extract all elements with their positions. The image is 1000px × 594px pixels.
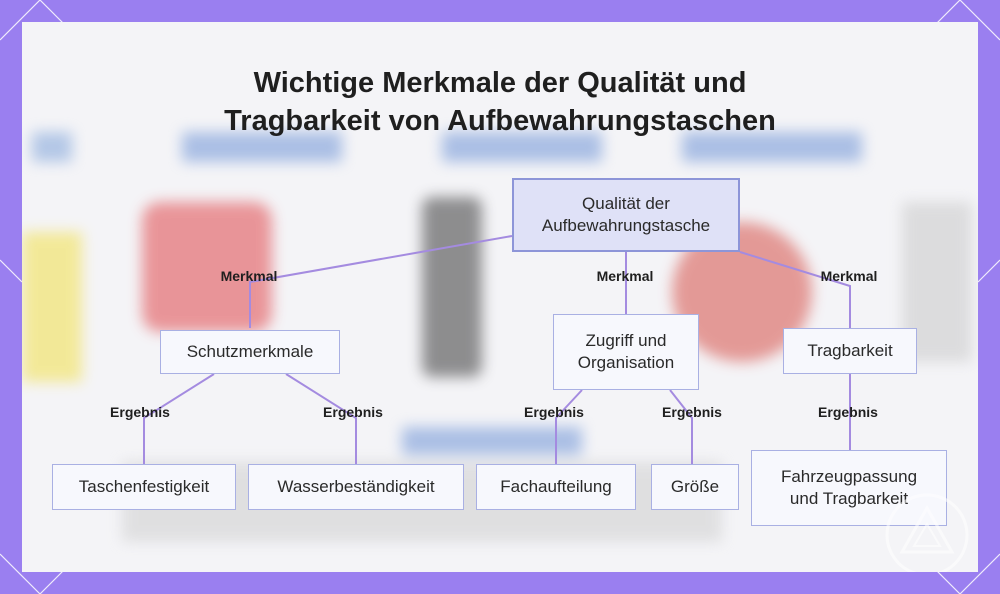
edge-zugriff-fach (555, 389, 583, 464)
node-groesse: Größe (651, 464, 739, 510)
edge-zugriff-groesse (669, 389, 693, 464)
node-wasserbestaendigkeit: Wasserbeständigkeit (248, 464, 464, 510)
node-fahrzeugpassung: Fahrzeugpassung und Tragbarkeit (751, 450, 947, 526)
edge-label-merkmal: Merkmal (596, 268, 654, 284)
edge-label-merkmal: Merkmal (820, 268, 878, 284)
node-taschenfestigkeit: Taschenfestigkeit (52, 464, 236, 510)
edge-root-schutz (249, 235, 513, 328)
edge-label-ergebnis: Ergebnis (662, 404, 722, 420)
edge-label-ergebnis: Ergebnis (524, 404, 584, 420)
edge-schutz-wasser (285, 373, 357, 464)
diagram-title: Wichtige Merkmale der Qualität und Tragb… (22, 64, 978, 140)
node-fachaufteilung: Fachaufteilung (476, 464, 636, 510)
diagram-panel: Wichtige Merkmale der Qualität und Tragb… (22, 22, 978, 572)
title-line-2: Tragbarkeit von Aufbewahrungstaschen (224, 105, 776, 137)
edge-schutz-festigkeit (143, 373, 215, 464)
watermark-logo-icon (885, 493, 969, 572)
node-zugriff-organisation: Zugriff und Organisation (553, 314, 699, 390)
node-schutzmerkmale: Schutzmerkmale (160, 330, 340, 374)
node-tragbarkeit: Tragbarkeit (783, 328, 917, 374)
edge-root-trag (739, 251, 851, 328)
edge-label-ergebnis: Ergebnis (818, 404, 878, 420)
edge-label-merkmal: Merkmal (220, 268, 278, 284)
node-root: Qualität der Aufbewahrungstasche (512, 178, 740, 252)
connector-lines (143, 235, 851, 464)
title-line-1: Wichtige Merkmale der Qualität und (253, 67, 747, 99)
edge-label-ergebnis: Ergebnis (323, 404, 383, 420)
edge-label-ergebnis: Ergebnis (110, 404, 170, 420)
